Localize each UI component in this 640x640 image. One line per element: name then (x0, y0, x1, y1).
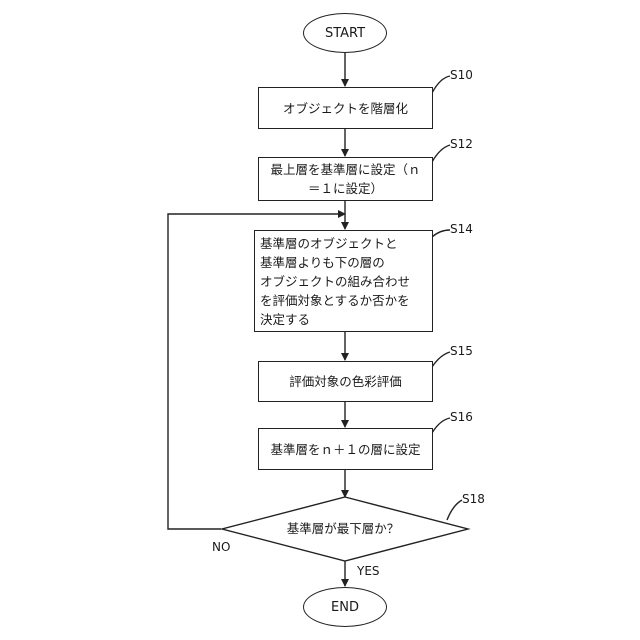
branch-label-yes: YES (357, 564, 380, 578)
branch-label-no: NO (212, 540, 230, 554)
step-label-s12: S12 (450, 137, 473, 151)
process-box-s10: オブジェクトを階層化 (258, 87, 433, 129)
start-label: START (325, 26, 365, 41)
end-terminal: END (303, 587, 387, 627)
process-box-s15: 評価対象の色彩評価 (258, 361, 433, 402)
decision-s18-text: 基準層が最下層か？ (220, 512, 466, 542)
step-label-s16: S16 (450, 410, 473, 424)
step-leader-s14 (432, 230, 450, 237)
step-leader-s10 (432, 76, 450, 93)
step-label-s15: S15 (450, 344, 473, 358)
process-box-s12: 最上層を基準層に設定（ｎ ＝１に設定） (258, 157, 433, 201)
s12-text: 最上層を基準層に設定（ｎ ＝１に設定） (270, 160, 420, 198)
s15-text: 評価対象の色彩評価 (289, 372, 402, 391)
process-box-s14: 基準層のオブジェクトと 基準層よりも下の層の オブジェクトの組み合わせ を評価対… (254, 230, 433, 332)
step-label-s18: S18 (462, 492, 485, 506)
step-leader-s16 (432, 418, 450, 433)
start-terminal: START (303, 13, 387, 53)
s16-text: 基準層をｎ＋１の層に設定 (270, 440, 420, 459)
step-leader-s12 (432, 145, 450, 162)
s10-text: オブジェクトを階層化 (283, 99, 408, 118)
step-label-s10: S10 (450, 68, 473, 82)
process-box-s16: 基準層をｎ＋１の層に設定 (258, 428, 433, 470)
step-leader-s15 (432, 352, 450, 367)
step-label-s14: S14 (450, 222, 473, 236)
end-label: END (331, 600, 359, 615)
s14-text: 基準層のオブジェクトと 基準層よりも下の層の オブジェクトの組み合わせ を評価対… (260, 234, 410, 329)
